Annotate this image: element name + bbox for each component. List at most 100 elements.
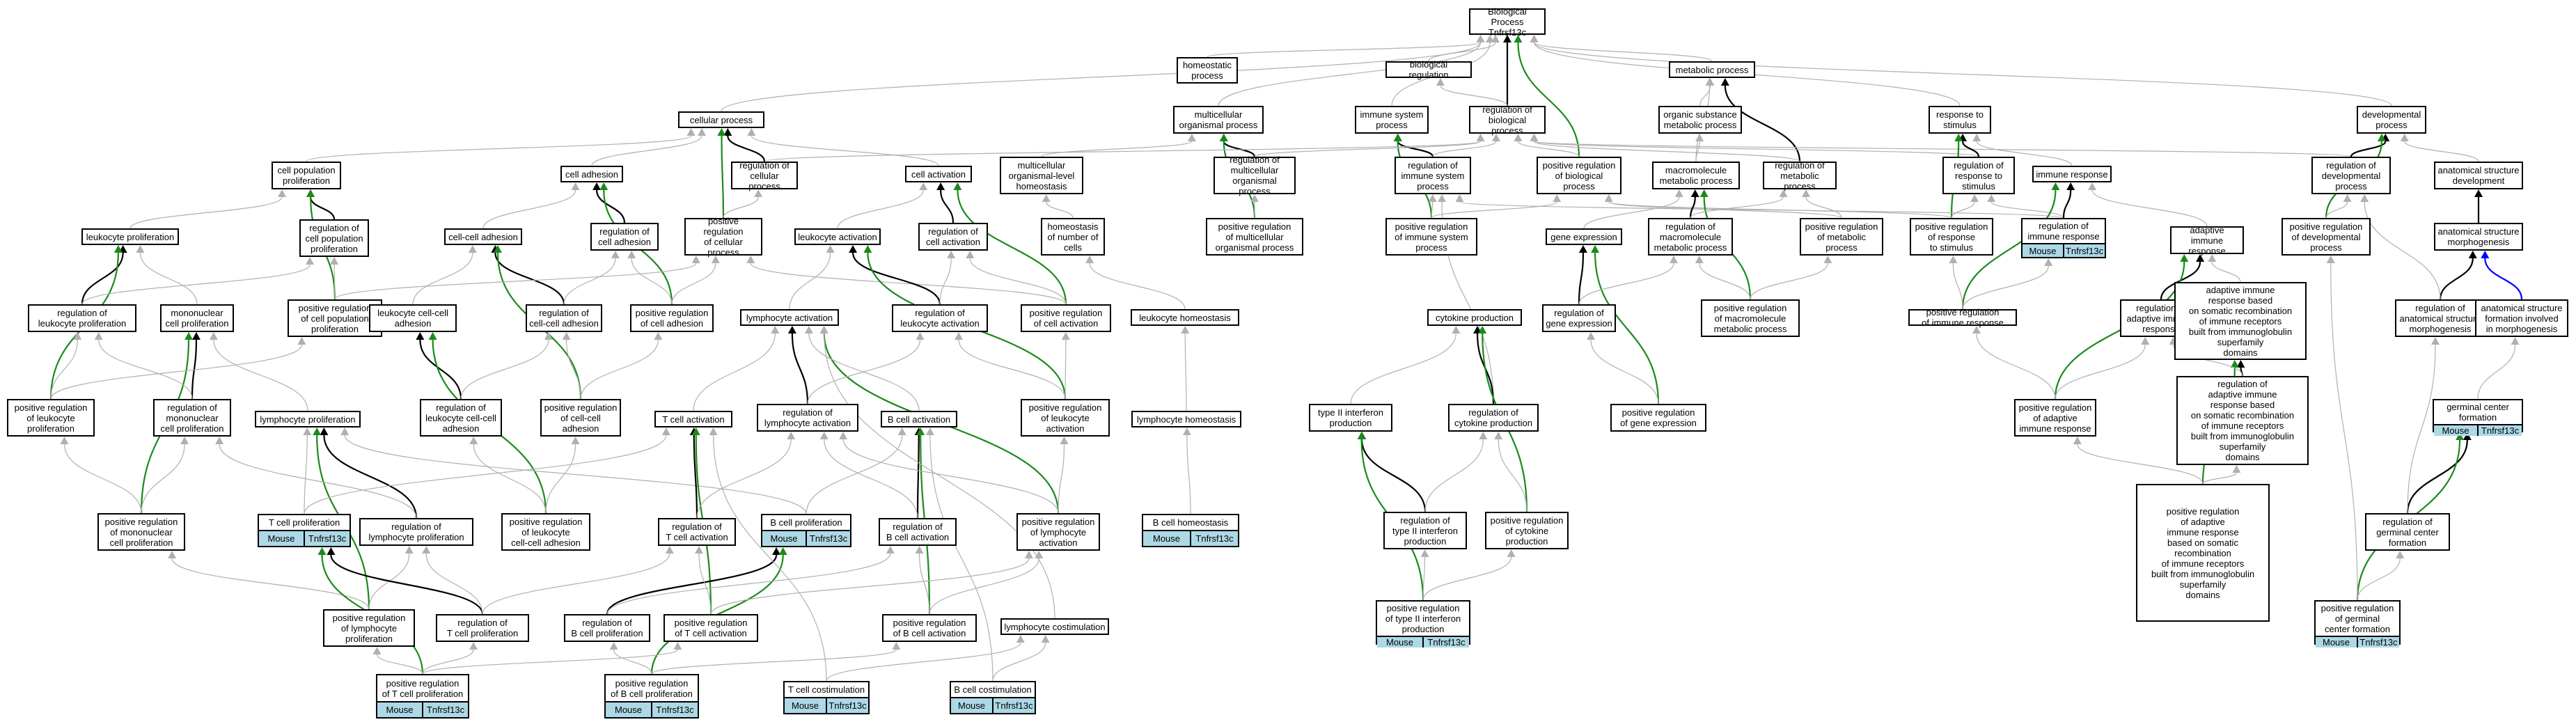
gene-tag[interactable]: Tnfrsf13c [1190,531,1238,546]
go-term-poslymphact[interactable]: positive regulation of lymphocyte activa… [1016,513,1100,551]
go-term-regcellpop[interactable]: regulation of cell population proliferat… [299,219,369,257]
go-term-postcellprolif[interactable]: positive regulation of T cell proliferat… [376,674,469,719]
go-term-posbcellact[interactable]: positive regulation of B cell activation [882,614,977,642]
go-term-adaptsomatic[interactable]: adaptive immune response based on somati… [2174,282,2307,360]
go-term-regcyto[interactable]: regulation of cytokine production [1448,404,1539,432]
go-term-reggc[interactable]: regulation of germinal center formation [2365,513,2450,551]
go-term-posmacro[interactable]: positive regulation of macromolecule met… [1701,299,1800,337]
go-term-regbcellact[interactable]: regulation of B cell activation [879,518,957,546]
go-term-posadaptive[interactable]: positive regulation of adaptive immune r… [2014,399,2096,437]
go-term-regmulti[interactable]: regulation of multicellular organismal p… [1214,155,1296,196]
go-term-posbio[interactable]: positive regulation of biological proces… [1537,157,1621,194]
go-term-poscellpop[interactable]: positive regulation of cell population p… [288,299,382,337]
go-term-posadaptsomatic[interactable]: positive regulation of adaptive immune r… [2136,484,2270,622]
gene-tag[interactable]: Tnfrsf13c [806,531,850,546]
gene-tag[interactable]: Tnfrsf13c [2477,425,2522,436]
go-term-homeocells[interactable]: homeostasis of number of cells [1041,218,1105,256]
organism-tag[interactable]: Mouse [2316,637,2357,648]
go-term-geneexp[interactable]: gene expression [1546,228,1622,245]
go-term-regbio[interactable]: regulation of biological process [1469,104,1546,136]
go-term-regadaptsomatic[interactable]: regulation of adaptive immune response b… [2176,376,2309,465]
go-term-macro[interactable]: macromolecule metabolic process [1652,162,1740,189]
go-term-metab[interactable]: metabolic process [1669,61,1755,78]
go-term-regcelladh[interactable]: regulation of cell adhesion [590,223,659,251]
go-term-anatmorph[interactable]: anatomical structure morphogenesis [2434,223,2523,251]
go-term-posleukccadh[interactable]: positive regulation of leukocyte cell-ce… [501,513,590,551]
go-term-posleukact[interactable]: positive regulation of leukocyte activat… [1021,399,1110,437]
go-term-bioreg[interactable]: biological regulation [1385,59,1472,80]
go-term-bcellact[interactable]: B cell activation [881,411,957,427]
go-term-anatform[interactable]: anatomical structure formation involved … [2475,299,2568,337]
go-term-leukprolif[interactable]: leukocyte proliferation [81,228,179,245]
organism-tag[interactable]: Mouse [259,531,304,546]
go-term-regt2ifn[interactable]: regulation of type II interferon product… [1383,512,1467,549]
go-term-leukact[interactable]: leukocyte activation [794,228,881,245]
go-term-regleukccadh[interactable]: regulation of leukocyte cell-cell adhesi… [420,399,502,437]
go-term-posccadh[interactable]: positive regulation of cell-cell adhesio… [540,399,621,437]
go-term-dev[interactable]: developmental process [2357,106,2426,134]
organism-tag[interactable]: Mouse [2434,425,2477,436]
go-term-regbcellprolif[interactable]: regulation of B cell proliferation [564,614,650,642]
go-term-postcellact[interactable]: positive regulation of T cell activation [663,614,758,642]
organism-tag[interactable]: Mouse [1143,531,1190,546]
go-term-regcellact[interactable]: regulation of cell activation [918,223,988,251]
go-term-regleukprolif[interactable]: regulation of leukocyte proliferation [28,304,136,332]
go-term-posresp[interactable]: positive regulation of response to stimu… [1910,218,1993,256]
go-term-posimmresp[interactable]: positive regulation of immune response [1908,307,2017,328]
go-term-regantmorph[interactable]: regulation of anatomical structure morph… [2395,299,2485,337]
gene-tag[interactable]: Tnfrsf13c [992,698,1035,713]
go-term-ccadh[interactable]: cell-cell adhesion [444,228,522,245]
go-term-posmononuc[interactable]: positive regulation of mononuclear cell … [97,513,185,551]
go-term-regtcellprolif[interactable]: regulation of T cell proliferation [436,614,529,642]
go-term-multi[interactable]: multicellular organismal process [1173,106,1264,134]
go-term-cellproc[interactable]: cellular process [678,111,764,128]
go-term-lymphcostim[interactable]: lymphocyte costimulation [1000,618,1109,635]
go-term-posleukprolif[interactable]: positive regulation of leukocyte prolife… [7,399,95,437]
gene-tag[interactable]: Tnfrsf13c [2063,244,2105,257]
go-term-regmacro[interactable]: regulation of macromolecule metabolic pr… [1648,218,1733,256]
go-term-posregcell[interactable]: positive regulation of cellular process [684,216,762,258]
go-term-regdev[interactable]: regulation of developmental process [2311,157,2391,194]
go-term-bp[interactable]: Biological Process Tnfrsf13c [1469,6,1546,38]
gene-tag[interactable]: Tnfrsf13c [651,703,698,717]
go-term-regtcellact[interactable]: regulation of T cell activation [658,518,736,546]
go-term-regimm[interactable]: regulation of immune system process [1395,157,1471,194]
organism-tag[interactable]: Mouse [2023,244,2063,257]
go-term-posmetab[interactable]: positive regulation of metabolic process [1800,218,1883,256]
organism-tag[interactable]: Mouse [1377,637,1422,648]
go-term-mononuc[interactable]: mononuclear cell proliferation [160,304,234,332]
go-term-reggeneexp[interactable]: regulation of gene expression [1542,304,1616,332]
go-term-reglymphprolif[interactable]: regulation of lymphocyte proliferation [359,518,473,546]
go-term-orgsub[interactable]: organic substance metabolic process [1658,106,1742,134]
go-term-regccadh[interactable]: regulation of cell-cell adhesion [526,304,602,332]
go-term-poscyto[interactable]: positive regulation of cytokine producti… [1485,512,1569,549]
go-term-posgeneexp[interactable]: positive regulation of gene expression [1610,404,1706,432]
gene-tag[interactable]: Tnfrsf13c [1422,637,1469,648]
go-term-post2ifn[interactable]: positive regulation of type II interfero… [1376,600,1470,648]
go-term-celladh[interactable]: cell adhesion [560,166,623,182]
go-term-poscellact[interactable]: positive regulation of cell activation [1021,304,1111,332]
go-term-cytoprod[interactable]: cytokine production [1427,309,1522,326]
go-term-posdev[interactable]: positive regulation of developmental pro… [2282,218,2371,256]
organism-tag[interactable]: Mouse [606,703,651,717]
organism-tag[interactable]: Mouse [377,703,422,717]
go-term-lymphhomeo[interactable]: lymphocyte homeostasis [1131,411,1241,427]
go-term-poslymphprolif[interactable]: positive regulation of lymphocyte prolif… [323,609,415,647]
go-term-resp[interactable]: response to stimulus [1929,106,1991,134]
go-term-lymphprolif[interactable]: lymphocyte proliferation [255,411,361,427]
gene-tag[interactable]: Tnfrsf13c [826,698,868,713]
organism-tag[interactable]: Mouse [762,531,806,546]
go-term-homeo[interactable]: homeostatic process [1177,57,1238,84]
go-term-cellact[interactable]: cell activation [905,166,972,182]
gene-tag[interactable]: Tnfrsf13c [422,703,468,717]
organism-tag[interactable]: Mouse [785,698,826,713]
go-term-poscelladh[interactable]: positive regulation of cell adhesion [630,304,714,332]
go-term-multihomeo[interactable]: multicellular organismal-level homeostas… [1000,157,1083,194]
go-term-anatdev[interactable]: anatomical structure development [2434,162,2523,189]
